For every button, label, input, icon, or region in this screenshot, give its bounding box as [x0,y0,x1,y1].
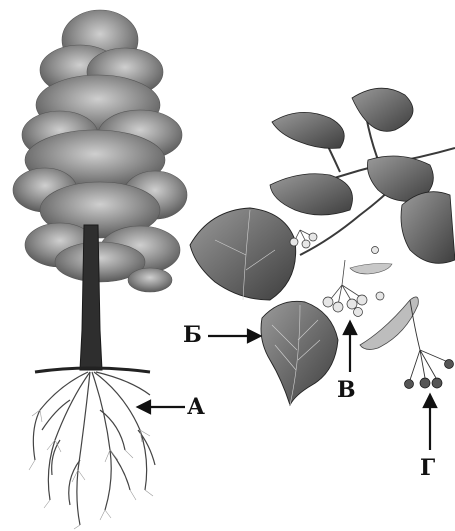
label-v: В [337,379,356,401]
leaf-large-left [190,208,296,300]
bract-small [350,264,392,275]
arrow-g [424,395,436,450]
arrow-a [138,401,185,413]
fruit-stalks [410,300,448,380]
tree [13,10,187,529]
leaf-center [270,174,353,215]
leaf-top-right [352,88,413,131]
linden-branch [190,88,455,405]
tree-crown [13,10,187,292]
root-hairs [29,410,153,529]
arrow-b [208,330,260,342]
label-b: Б [183,324,202,346]
tree-trunk [80,225,102,370]
label-a: А [187,396,205,418]
tree-roots [33,372,155,525]
arrow-v [344,322,356,372]
leaf-top-left [272,112,344,148]
label-g: Г [420,457,435,479]
bract [360,297,418,350]
leaf-b [261,301,338,405]
leaf-right-edge [401,192,455,264]
